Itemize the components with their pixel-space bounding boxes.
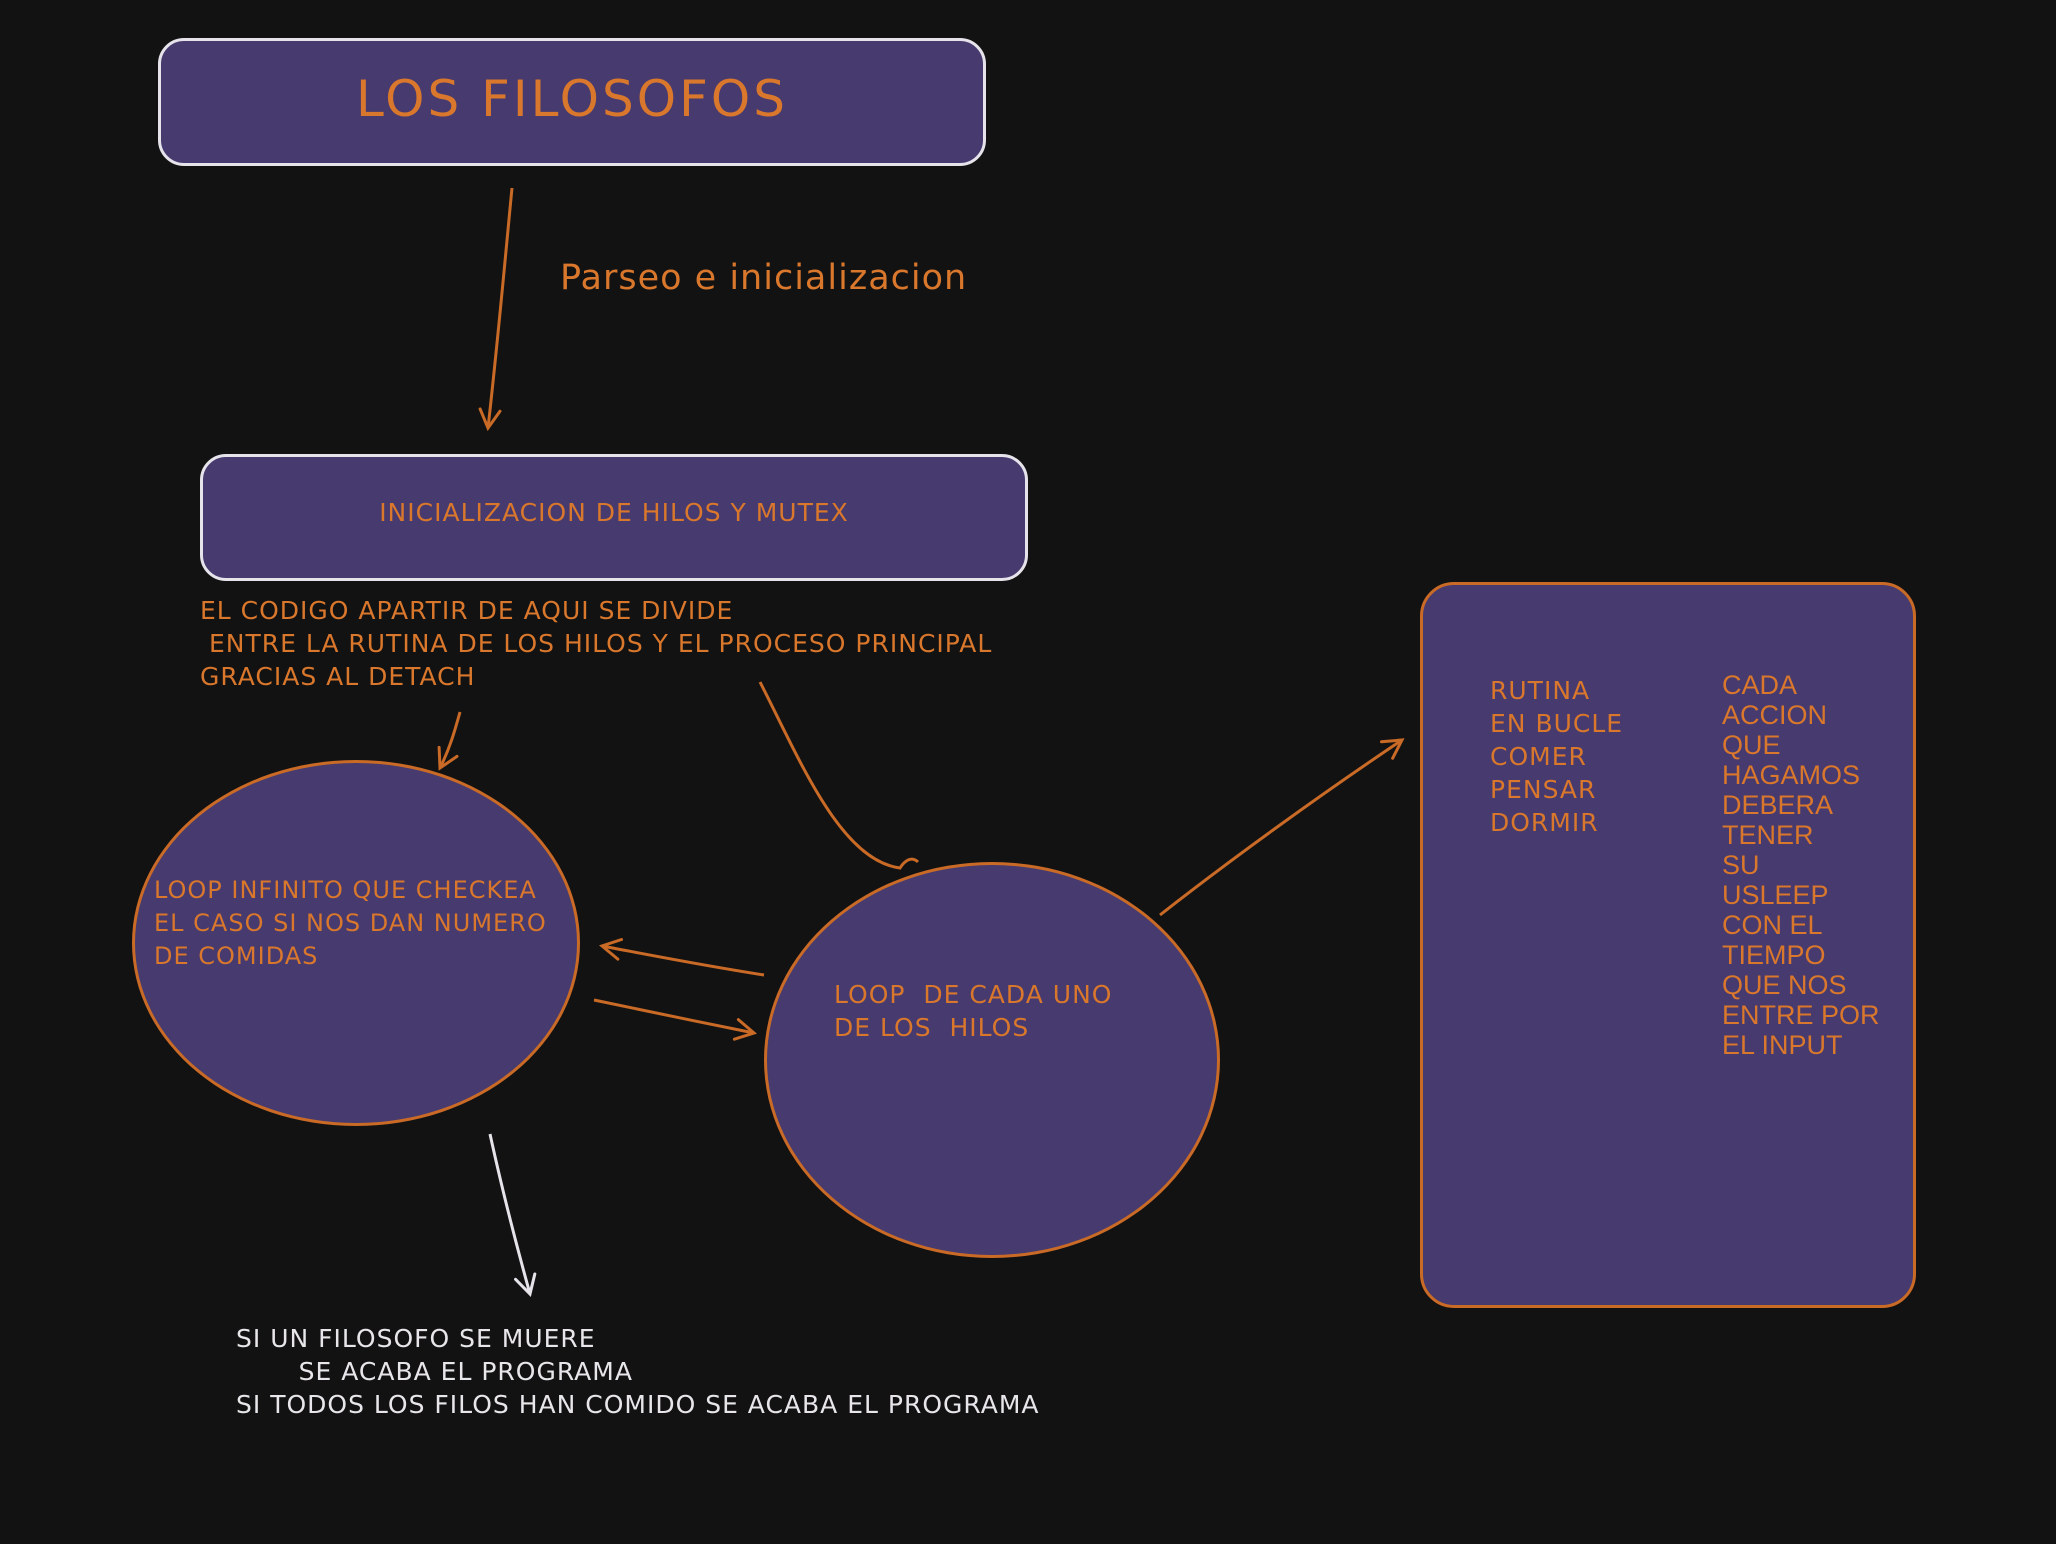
diagram-title: LOS FILOSOFOS	[356, 70, 788, 128]
edge-label-parse: Parseo e inicializacion	[560, 258, 968, 298]
routine-box	[1420, 582, 1916, 1308]
usleep-note: CADA ACCION QUE HAGAMOS DEBERA TENER SU …	[1722, 670, 1880, 1060]
thread-loop-label: LOOP DE CADA UNO DE LOS HILOS	[834, 980, 1113, 1042]
monitor-loop-node	[132, 760, 580, 1126]
split-note: EL CODIGO APARTIR DE AQUI SE DIVIDE ENTR…	[200, 596, 993, 691]
arrow-to-routine	[1159, 738, 1405, 917]
arrow-to-thread-loop	[758, 681, 920, 870]
arrow-monitor-to-thread	[593, 998, 758, 1041]
monitor-loop-label: LOOP INFINITO QUE CHECKEA EL CASO SI NOS…	[154, 876, 547, 970]
title-box	[158, 38, 986, 166]
arrow-parse	[478, 187, 514, 432]
init-box-label: INICIALIZACION DE HILOS Y MUTEX	[379, 498, 849, 527]
thread-loop-node	[764, 862, 1220, 1258]
routine-label: RUTINA EN BUCLE COMER PENSAR DORMIR	[1490, 676, 1624, 837]
end-note: SI UN FILOSOFO SE MUERE SE ACABA EL PROG…	[236, 1324, 1040, 1419]
init-box	[200, 454, 1028, 581]
arrow-thread-to-monitor	[598, 937, 765, 977]
arrow-to-monitor	[437, 711, 462, 771]
arrow-to-end	[488, 1133, 537, 1297]
